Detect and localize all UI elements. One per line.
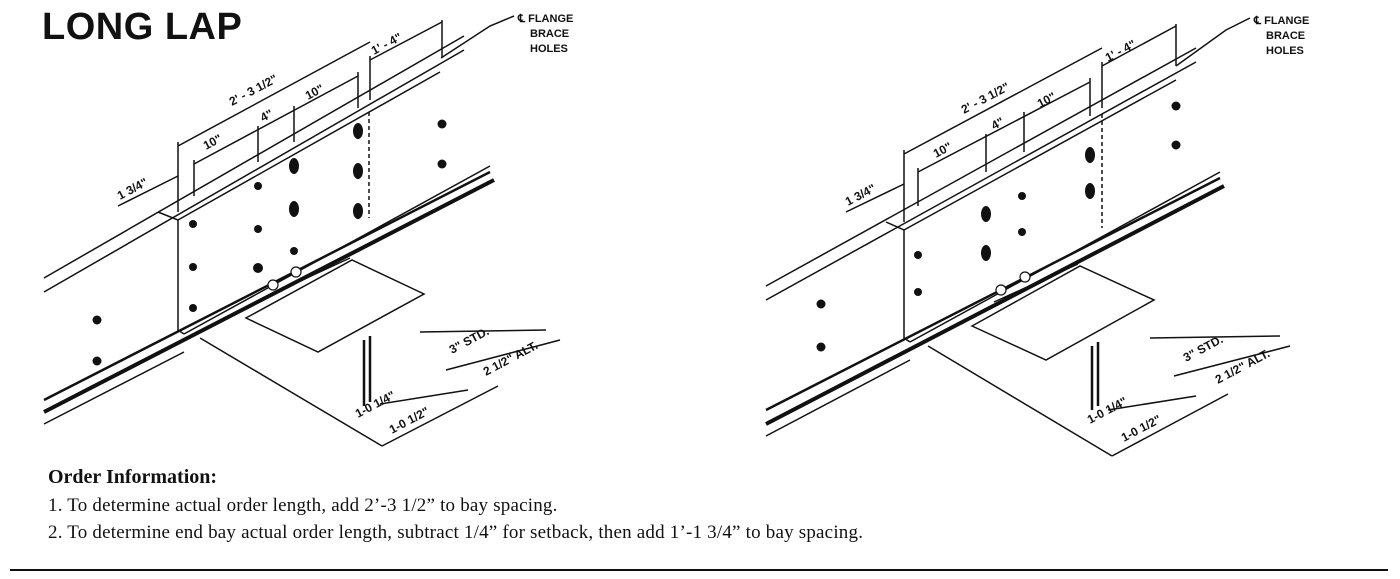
dim-ten-a-right: 10" bbox=[931, 139, 954, 160]
left-holes bbox=[92, 119, 447, 366]
right-bolt-circles bbox=[995, 271, 1031, 296]
flange-callout-line3-left: HOLES bbox=[530, 43, 568, 55]
flange-callout-line1-left: ℄ FLANGE bbox=[517, 13, 573, 25]
dim-ten-b-right: 10" bbox=[1035, 89, 1058, 110]
right-holes bbox=[816, 101, 1181, 352]
left-diagram: 2' - 3 1/2" 1' - 4" 10" 4" 10" 1 3/4" 3"… bbox=[43, 13, 573, 447]
dim-right-right: 1' - 4" bbox=[1103, 37, 1138, 65]
dim-four-right: 4" bbox=[989, 114, 1006, 132]
dim-right-left: 1' - 4" bbox=[369, 30, 404, 58]
right-diagram: 2' - 3 1/2" 1' - 4" 10" 4" 10" 1 3/4" 3"… bbox=[765, 15, 1309, 457]
order-information: Order Information: 1. To determine actua… bbox=[48, 466, 863, 549]
flange-callout-line2-right: BRACE bbox=[1266, 30, 1305, 42]
flange-callout-line1-right: ℄ FLANGE bbox=[1253, 15, 1309, 27]
dim-overall-left: 2' - 3 1/2" bbox=[227, 72, 280, 109]
right-flange-callout: ℄ FLANGE BRACE HOLES bbox=[1253, 15, 1309, 57]
flange-callout-line3-right: HOLES bbox=[1266, 45, 1304, 57]
left-flange-callout: ℄ FLANGE BRACE HOLES bbox=[517, 13, 573, 55]
dim-alt-right: 2 1/2" ALT. bbox=[1213, 346, 1272, 386]
order-information-heading: Order Information: bbox=[48, 466, 218, 488]
order-information-line-1: 1. To determine actual order length, add… bbox=[48, 495, 558, 516]
dim-four-left: 4" bbox=[258, 106, 275, 124]
right-purlin-lines bbox=[765, 17, 1291, 457]
dim-std-left: 3" STD. bbox=[447, 324, 492, 357]
right-dim-labels: 2' - 3 1/2" 1' - 4" 10" 4" 10" 1 3/4" 3"… bbox=[843, 37, 1272, 445]
flange-callout-line2-left: BRACE bbox=[530, 28, 569, 40]
page-title: LONG LAP bbox=[42, 6, 243, 48]
dim-ten-b-left: 10" bbox=[303, 81, 326, 102]
left-bolt-circles bbox=[267, 266, 302, 291]
left-purlin-lines bbox=[43, 15, 561, 447]
bottom-rule bbox=[10, 569, 1388, 571]
order-information-line-2: 2. To determine end bay actual order len… bbox=[48, 522, 864, 543]
dim-bottom-a-left: 1-0 1/4" bbox=[353, 388, 398, 421]
